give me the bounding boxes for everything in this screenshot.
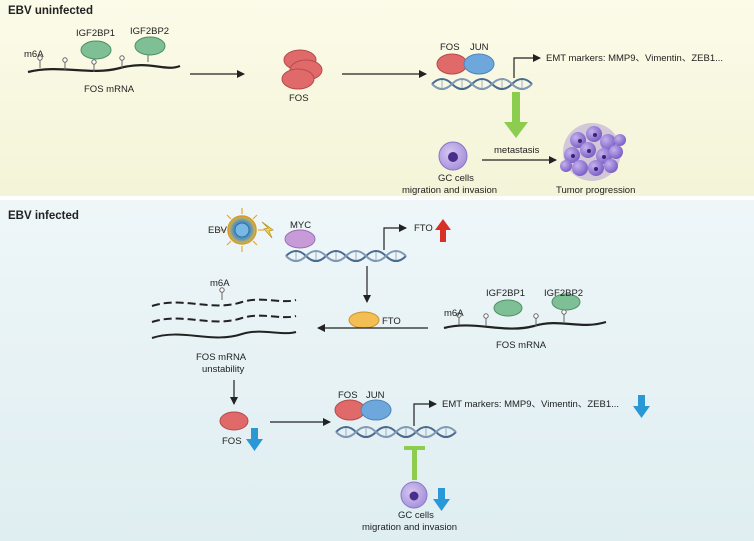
- top-fos-mrna: [27, 36, 181, 74]
- migration-down-arrow-icon: [433, 488, 450, 511]
- bottom-fos-label: FOS: [222, 436, 242, 447]
- bottom-dna-helix-2: [335, 426, 457, 438]
- bottom-fos-protein: [219, 411, 249, 431]
- top-green-arrow: [504, 92, 528, 138]
- fto-gene-label: FTO: [414, 223, 433, 234]
- bottom-gc-cells-label: GC cells: [398, 510, 434, 521]
- inhibition-symbol: [404, 446, 425, 480]
- tumor-cluster-icon: [560, 123, 626, 181]
- bottom-jun-tf: [360, 399, 392, 421]
- top-jun-label: JUN: [470, 42, 489, 53]
- unstable-label-line1: FOS mRNA: [196, 352, 247, 363]
- igf2bp2-protein: [134, 36, 166, 56]
- top-fos-mrna-label: FOS mRNA: [84, 84, 135, 95]
- top-tumor-label: Tumor progression: [556, 185, 635, 196]
- top-migration-label: migration and invasion: [402, 185, 497, 196]
- top-fos-label: FOS: [289, 93, 309, 104]
- bottom-emt-markers: EMT markers: MMP9、Vimentin、ZEB1...: [442, 399, 619, 410]
- bottom-m6a-left-label: m6A: [210, 278, 230, 289]
- lightning-icon: [261, 221, 274, 239]
- top-emt-markers: EMT markers: MMP9、Vimentin、ZEB1...: [546, 53, 723, 64]
- ebv-virus-icon: [220, 208, 264, 252]
- bottom-dna-helix-1: [285, 250, 407, 262]
- fto-protein-label: FTO: [382, 316, 401, 327]
- top-metastasis-label: metastasis: [494, 145, 540, 156]
- top-igf2bp1-label: IGF2BP1: [76, 28, 115, 39]
- emt-down-arrow-icon: [633, 395, 650, 418]
- ebv-uninfected-panel: [0, 0, 754, 196]
- bottom-jun-label: JUN: [366, 390, 385, 401]
- fto-up-arrow-icon: [435, 219, 451, 242]
- top-fos-tf-label: FOS: [440, 42, 460, 53]
- top-dna-helix: [431, 78, 533, 90]
- myc-protein: [284, 229, 316, 249]
- myc-label: MYC: [290, 220, 311, 231]
- top-gc-cells-label: GC cells: [438, 173, 474, 184]
- top-gc-cell: [438, 141, 468, 171]
- fto-protein: [348, 311, 380, 329]
- ebv-infected-panel: [0, 200, 754, 541]
- unstable-label-line2: unstability: [202, 364, 244, 375]
- bottom-igf2bp1-label: IGF2BP1: [486, 288, 525, 299]
- igf2bp1-protein: [80, 40, 112, 60]
- bottom-panel-title: EBV infected: [8, 210, 79, 222]
- fos-down-arrow-icon: [246, 428, 263, 451]
- top-igf2bp2-label: IGF2BP2: [130, 26, 169, 37]
- top-fos-protein-cluster: [281, 49, 323, 90]
- bottom-transcription-arrow: [413, 400, 437, 426]
- top-jun-tf: [463, 53, 495, 75]
- bottom-migration-label: migration and invasion: [362, 522, 457, 533]
- fto-transcription-arrow: [383, 224, 407, 250]
- top-fos-tf: [436, 53, 468, 75]
- bottom-m6a-right-label: m6A: [444, 308, 464, 319]
- top-panel-title: EBV uninfected: [8, 5, 93, 17]
- bottom-fos-mrna-label: FOS mRNA: [496, 340, 547, 351]
- bottom-gc-cell: [400, 481, 428, 509]
- ebv-label: EBV: [208, 225, 228, 236]
- top-transcription-arrow: [513, 54, 541, 78]
- bottom-igf2bp2-label: IGF2BP2: [544, 288, 583, 299]
- bottom-fos-mrna-right: [443, 293, 607, 330]
- unstable-fos-mrna: [151, 287, 297, 339]
- top-m6a-label: m6A: [24, 49, 44, 60]
- bottom-fos-tf-label: FOS: [338, 390, 358, 401]
